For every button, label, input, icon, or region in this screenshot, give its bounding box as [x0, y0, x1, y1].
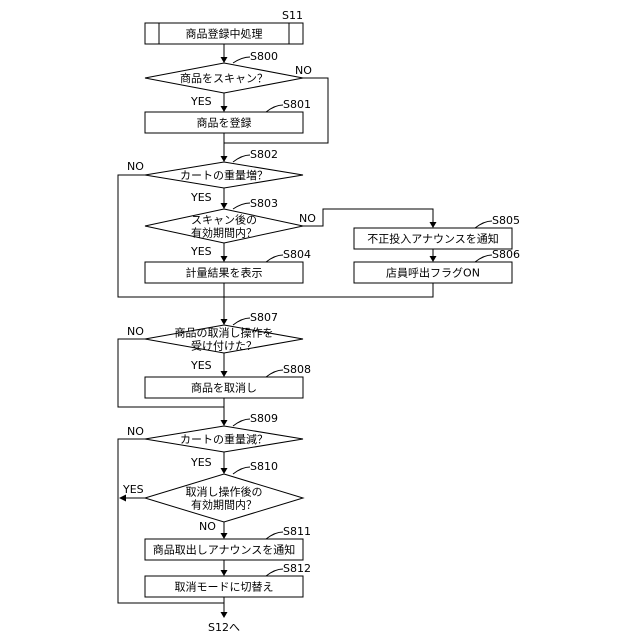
- label-leader: [233, 419, 250, 426]
- arrowhead: [221, 57, 228, 63]
- step-id: S808: [283, 363, 311, 376]
- step-label: 商品を登録: [197, 116, 252, 130]
- step-s808: 商品を取消し S808: [145, 363, 311, 398]
- step-label-line1: 商品の取消し操作を: [175, 326, 274, 340]
- step-id: S800: [250, 50, 278, 63]
- step-label: 商品登録中処理: [186, 27, 263, 41]
- step-id: S807: [250, 311, 278, 324]
- label-leader: [233, 318, 250, 325]
- step-label-line2: 受け付けた？: [191, 340, 257, 353]
- label-leader: [266, 370, 283, 377]
- step-s801: 商品を登録 S801: [145, 98, 311, 133]
- step-label: カートの重量減？: [180, 432, 268, 446]
- branch-no-label: NO: [127, 160, 144, 173]
- branch-yes-label: YES: [190, 95, 212, 108]
- branch-yes-label: YES: [190, 456, 212, 469]
- branch-no-label: NO: [199, 520, 216, 533]
- label-leader: [266, 532, 283, 539]
- step-id: S802: [250, 148, 278, 161]
- label-leader: [233, 57, 250, 63]
- step-id: S811: [283, 525, 311, 538]
- arrowhead: [221, 256, 228, 262]
- step-id: S805: [492, 214, 520, 227]
- step-s804: 計量結果を表示 S804: [145, 248, 311, 283]
- step-label: 不正投入アナウンスを通知: [367, 232, 499, 246]
- step-id: S809: [250, 412, 278, 425]
- step-label: カートの重量増？: [180, 168, 268, 182]
- branch-no-label: NO: [299, 212, 316, 225]
- step-id: S11: [282, 9, 303, 22]
- branch-no-label: NO: [127, 425, 144, 438]
- step-id: S804: [283, 248, 311, 261]
- step-label: 取消モードに切替え: [175, 580, 274, 594]
- step-id: S803: [250, 197, 278, 210]
- branch-yes-label: YES: [190, 245, 212, 258]
- arrowhead: [430, 256, 437, 262]
- branch-yes-label: YES: [190, 191, 212, 204]
- step-label: 商品をスキャン？: [180, 71, 268, 85]
- arrowhead: [221, 570, 228, 576]
- branch-no-label: NO: [127, 325, 144, 338]
- arrowhead: [221, 371, 228, 377]
- branch-yes-label: YES: [122, 483, 144, 496]
- step-label: 計量結果を表示: [186, 266, 263, 280]
- arrowhead: [430, 222, 437, 228]
- step-label: 店員呼出フラグON: [386, 266, 480, 280]
- step-label-line1: スキャン後の: [191, 213, 257, 227]
- step-id: S810: [250, 460, 278, 473]
- connector-no-s803: [303, 209, 433, 226]
- step-id: S806: [492, 248, 520, 261]
- arrowhead: [221, 612, 228, 618]
- arrowhead: [221, 319, 228, 325]
- connector-s806-merge: [224, 283, 433, 297]
- end-label: S12へ: [208, 621, 240, 634]
- label-leader: [266, 255, 283, 262]
- arrowhead: [221, 203, 228, 209]
- step-label-line2: 有効期間内？: [191, 498, 257, 512]
- step-id: S801: [283, 98, 311, 111]
- label-leader: [233, 155, 250, 162]
- step-s11: 商品登録中処理 S11: [145, 9, 303, 44]
- label-leader: [233, 203, 250, 209]
- step-s805: 不正投入アナウンスを通知 S805: [354, 214, 520, 249]
- arrowhead: [221, 468, 228, 474]
- branch-no-label: NO: [295, 64, 312, 77]
- label-leader: [266, 105, 283, 112]
- step-label: 商品を取消し: [191, 381, 257, 395]
- branch-yes-label: YES: [190, 359, 212, 372]
- label-leader: [266, 569, 283, 576]
- arrowhead: [221, 106, 228, 112]
- arrowhead: [221, 156, 228, 162]
- step-id: S812: [283, 562, 311, 575]
- label-leader: [475, 221, 492, 228]
- step-s812: 取消モードに切替え S812: [145, 562, 311, 597]
- step-label-line1: 取消し操作後の: [186, 485, 263, 499]
- step-label: 商品取出しアナウンスを通知: [153, 543, 296, 557]
- arrowhead: [221, 420, 228, 426]
- step-s806: 店員呼出フラグON S806: [354, 248, 520, 283]
- arrowhead: [221, 533, 228, 539]
- step-s811: 商品取出しアナウンスを通知 S811: [145, 525, 311, 560]
- step-label-line2: 有効期間内？: [191, 226, 257, 240]
- label-leader: [475, 255, 492, 262]
- label-leader: [233, 467, 250, 474]
